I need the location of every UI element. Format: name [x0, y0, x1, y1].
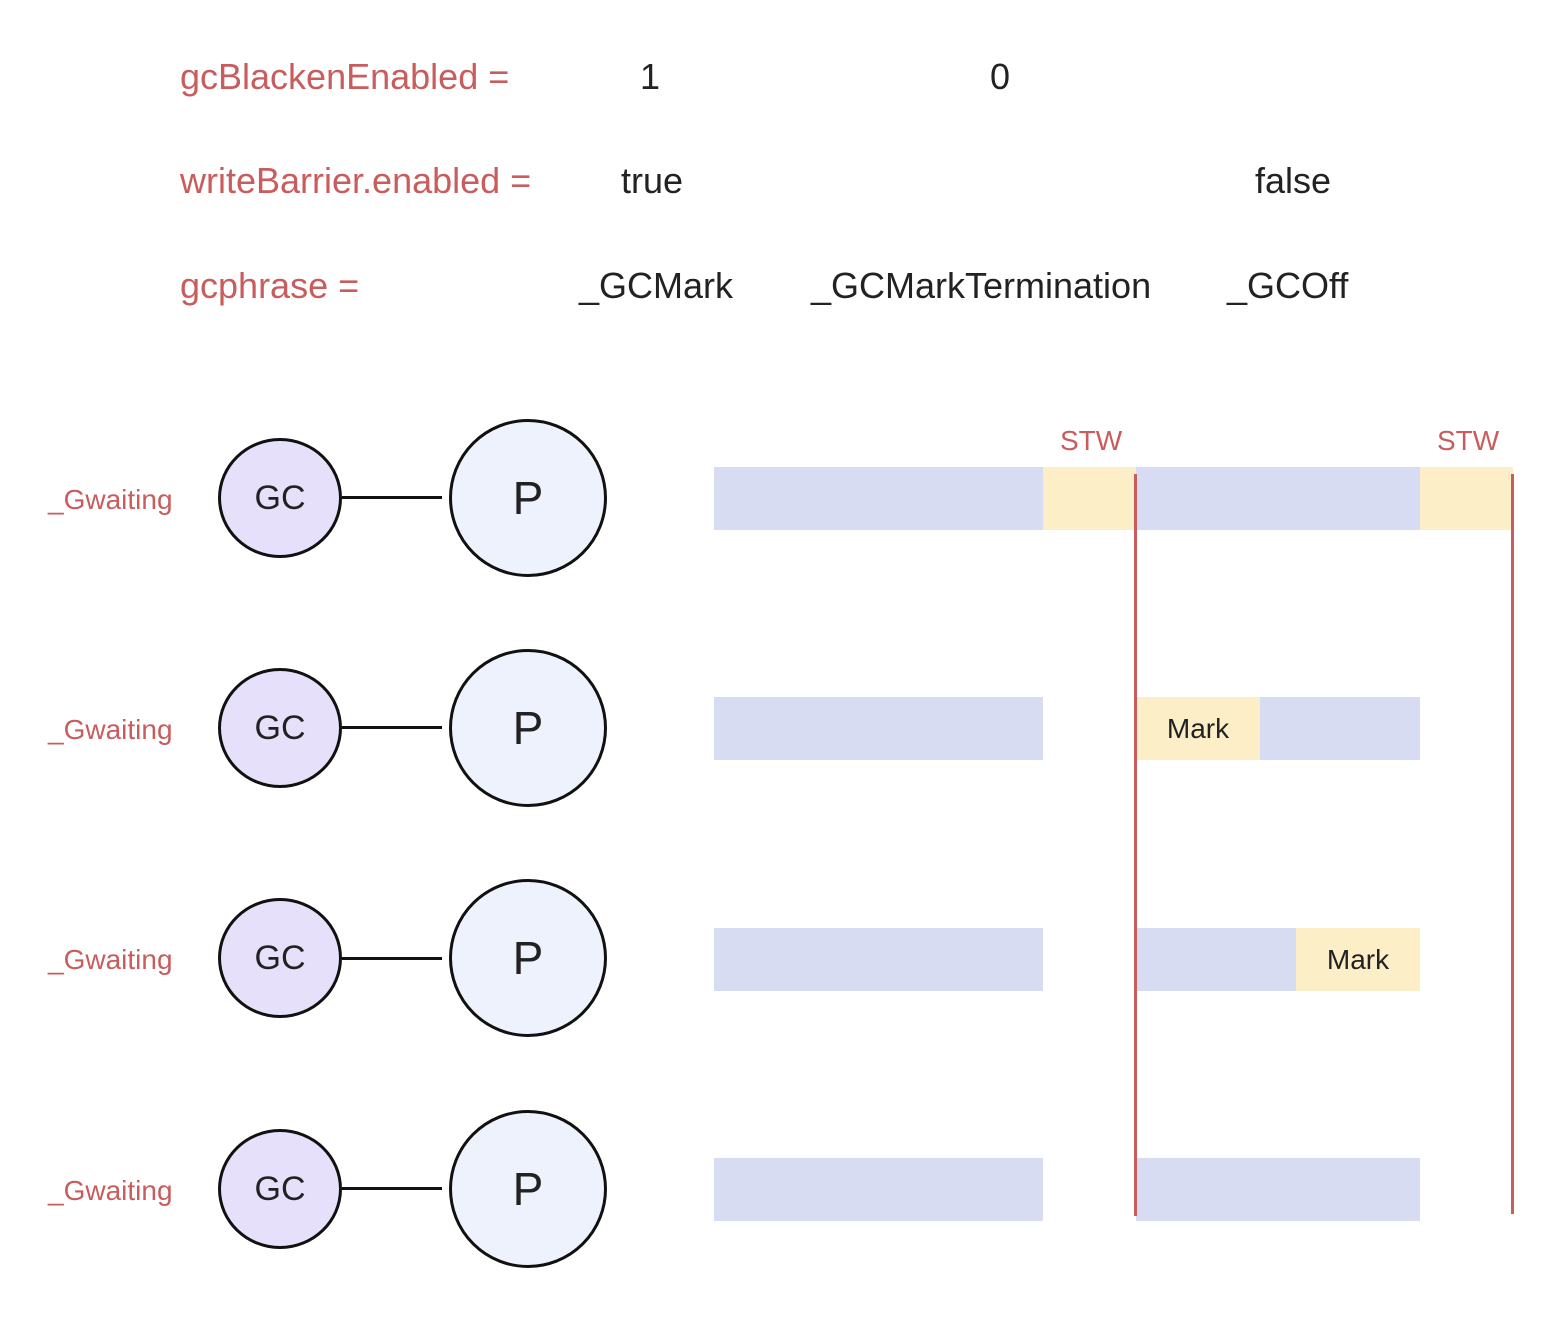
row-2-bar-termination-phase — [1260, 697, 1420, 760]
row-2-mark-label: Mark — [1166, 712, 1230, 744]
row-3-gc-p-link — [342, 957, 442, 960]
row-1-p-label: P — [512, 472, 544, 524]
row-3-p-label: P — [512, 932, 544, 984]
gcphrase-value-gcmark: _GCMark — [579, 265, 734, 306]
gcblackenenabled-label: gcBlackenEnabled = — [180, 56, 510, 97]
gcblackenenabled-value-0: 0 — [990, 56, 1011, 97]
gcphrase-label: gcphrase = — [180, 265, 360, 306]
row-2-bar-mark-phase — [714, 697, 1043, 760]
row-4-p-label: P — [512, 1163, 544, 1215]
row-2-p-label: P — [512, 702, 544, 754]
row-3-state-label: _Gwaiting — [48, 944, 173, 975]
row-1-bar-stw-1 — [1043, 467, 1136, 530]
row-4-gc-p-link — [342, 1187, 442, 1190]
writebarrier-value-true: true — [621, 160, 684, 201]
row-2-state-label: _Gwaiting — [48, 714, 173, 745]
row-1-gc-label: GC — [254, 478, 306, 517]
row-3-bar-mark-assist: Mark — [1296, 928, 1420, 991]
row-1-bar-termination-phase — [1136, 467, 1420, 530]
row-4-p-node: P — [449, 1110, 607, 1268]
row-3-gc-node: GC — [218, 898, 342, 1018]
row-4-gc-node: GC — [218, 1129, 342, 1249]
row-4-bar-mark-phase — [714, 1158, 1043, 1221]
row-4-bar-termination-phase — [1136, 1158, 1420, 1221]
row-1-bar-stw-2 — [1420, 467, 1513, 530]
stw-boundary-line-1 — [1134, 474, 1137, 1216]
row-1-bar-mark-phase — [714, 467, 1043, 530]
row-1-gc-node: GC — [218, 438, 342, 558]
row-3-bar-termination-phase — [1136, 928, 1296, 991]
stw-label-2: STW — [1437, 425, 1500, 456]
gcblackenenabled-value-1: 1 — [640, 56, 661, 97]
row-3-p-node: P — [449, 879, 607, 1037]
row-3-gc-label: GC — [254, 938, 306, 977]
row-4-gc-label: GC — [254, 1169, 306, 1208]
row-3-bar-mark-phase — [714, 928, 1043, 991]
row-3-mark-label: Mark — [1326, 943, 1390, 975]
row-1-gc-p-link — [342, 496, 442, 499]
writebarrier-label: writeBarrier.enabled = — [180, 160, 532, 201]
row-2-p-node: P — [449, 649, 607, 807]
row-4-state-label: _Gwaiting — [48, 1175, 173, 1206]
row-1-p-node: P — [449, 419, 607, 577]
row-2-bar-mark-assist: Mark — [1136, 697, 1260, 760]
row-2-gc-node: GC — [218, 668, 342, 788]
gcphrase-value-gcoff: _GCOff — [1227, 265, 1349, 306]
stw-label-1: STW — [1060, 425, 1123, 456]
gcphrase-value-gcmarktermination: _GCMarkTermination — [811, 265, 1152, 306]
row-2-gc-p-link — [342, 726, 442, 729]
writebarrier-value-false: false — [1255, 160, 1332, 201]
stw-boundary-line-2 — [1511, 474, 1514, 1214]
row-1-state-label: _Gwaiting — [48, 484, 173, 515]
row-2-gc-label: GC — [254, 708, 306, 747]
